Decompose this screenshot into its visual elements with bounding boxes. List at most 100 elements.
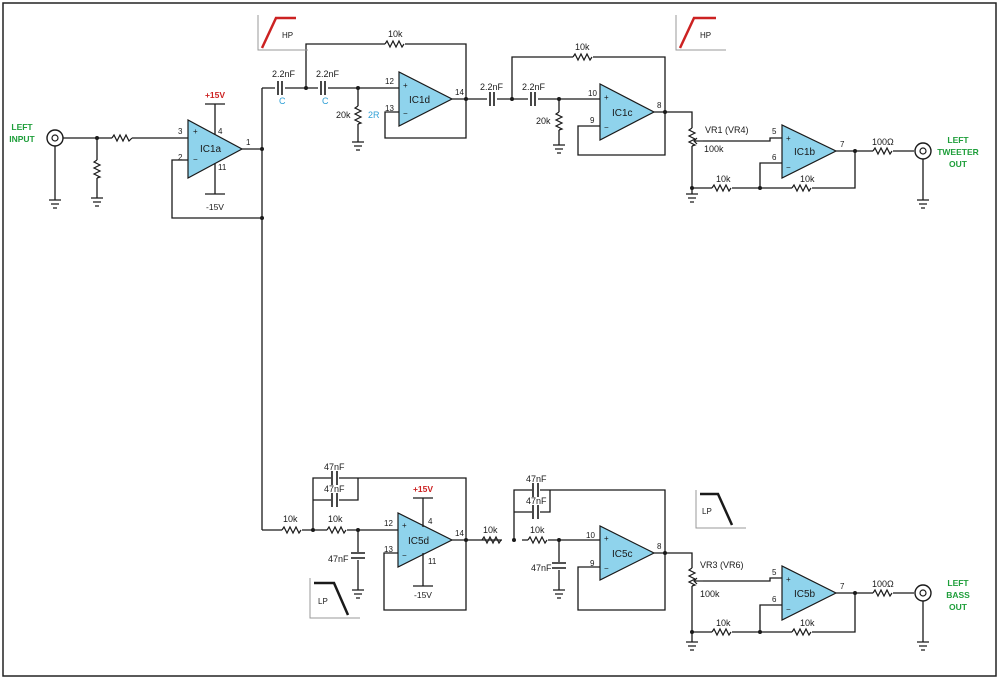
r-hp-gnd1-value: 20k [336,110,351,120]
ic1d-pin-out: 14 [455,88,464,97]
svg-text:+: + [193,127,198,136]
ic5b-pin-out: 7 [840,582,845,591]
bass-label-2: BASS [946,590,970,600]
r-hp-gnd2-value: 20k [536,116,551,126]
ic1a-vplus: +15V [205,90,225,100]
svg-text:+: + [403,81,408,90]
c-lp2a-value: 47nF [526,474,547,484]
ic1a-pin-plus: 3 [178,127,183,136]
ic1a-pin-vp: 4 [218,127,223,136]
r-lp1-value: 10k [283,514,298,524]
r-t1-value: 10k [716,174,731,184]
tweeter-label-1: LEFT [947,135,969,145]
r-tout-value: 100Ω [872,137,894,147]
tweeter-label-3: OUT [949,159,968,169]
ic1d-pin-plus: 12 [385,77,394,86]
c-hp1-value: 2.2nF [272,69,296,79]
vr1-potentiometer [687,127,697,147]
svg-text:−: − [402,551,407,560]
vr1-label: VR1 (VR4) [705,125,749,135]
c1-annotation: C [279,96,286,106]
c2-annotation: C [322,96,329,106]
r-b1-value: 10k [716,618,731,628]
ic5d-pin-minus: 13 [384,545,393,554]
left-input-label-1: LEFT [11,122,33,132]
svg-text:−: − [786,163,791,172]
r-lp3-value: 10k [483,525,498,535]
r-bout-value: 100Ω [872,579,894,589]
ic1b-pin-plus: 5 [772,127,777,136]
ic5d-pin-vp: 4 [428,517,433,526]
input-resistor [111,133,133,143]
svg-text:+: + [786,575,791,584]
r-t2-value: 10k [800,174,815,184]
bass-label-1: LEFT [947,578,969,588]
c-hp3-value: 2.2nF [480,82,504,92]
c-lp2b-value: 47nF [526,496,547,506]
hp2-label: HP [700,31,711,40]
input-pulldown-resistor [92,159,102,179]
opamp-ic1d: + − IC1d 12 13 14 [385,71,464,127]
ic5c-pin-plus: 10 [586,531,595,540]
ic1b-pin-out: 7 [840,140,845,149]
c-lp1a-value: 47nF [324,462,345,472]
ic1d-pin-minus: 13 [385,104,394,113]
bass-out-connector: LEFT BASS OUT [914,578,970,651]
left-input-label-2: INPUT [9,134,35,144]
ic1d-name: IC1d [409,95,430,106]
ic1a-pin-minus: 2 [178,153,183,162]
vr3-label: VR3 (VR6) [700,560,744,570]
ic5b-pin-plus: 5 [772,568,777,577]
c-lp-gnd1-value: 47nF [328,554,349,564]
lp-filter-icon-1: LP [309,578,360,619]
ic5d-vplus: +15V [413,484,433,494]
vr3-potentiometer [687,567,697,587]
svg-text:−: − [403,109,408,118]
ic1a-pin-vn: 11 [218,163,227,172]
ic1a-pin-out: 1 [246,138,251,147]
tweeter-label-2: TWEETER [937,147,979,157]
ic5d-pin-vn: 11 [428,557,437,566]
ic1c-pin-minus: 9 [590,116,595,125]
ic1b-name: IC1b [794,147,816,158]
ic1c-name: IC1c [612,108,633,119]
lp1-label: LP [318,597,328,606]
ic1b-pin-minus: 6 [772,153,777,162]
vr1-value: 100k [704,144,724,154]
r-hp-fb2-value: 10k [575,42,590,52]
r2-annotation: 2R [368,110,380,120]
opamp-ic1b: + − IC1b 5 6 7 [772,124,845,179]
r-hp-fb1-value: 10k [388,29,403,39]
r-b2-value: 10k [800,618,815,628]
opamp-ic5d: + − IC5d 12 13 14 4 11 +15V -15V [384,484,464,600]
c-hp2-value: 2.2nF [316,69,340,79]
c-hp4-value: 2.2nF [522,82,546,92]
svg-text:+: + [786,134,791,143]
hp1-label: HP [282,31,293,40]
lp-filter-icon-2: LP [695,490,746,529]
svg-text:+: + [604,534,609,543]
ic5d-pin-out: 14 [455,529,464,538]
ic5c-pin-minus: 9 [590,559,595,568]
svg-text:−: − [786,605,791,614]
opamp-ic1c: + − IC1c 10 9 8 [588,83,662,141]
ic5b-pin-minus: 6 [772,595,777,604]
r-lp2-value: 10k [328,514,343,524]
ic5d-name: IC5d [408,536,429,547]
r-lp4-value: 10k [530,525,545,535]
ic5c-name: IC5c [612,549,633,560]
ic5b-name: IC5b [794,589,816,600]
ic5d-pin-plus: 12 [384,519,393,528]
ic1a-name: IC1a [200,144,222,155]
ic1c-pin-out: 8 [657,101,662,110]
svg-text:−: − [604,564,609,573]
hp-filter-icon-2: HP [675,15,726,51]
ic5c-pin-out: 8 [657,542,662,551]
ic1c-pin-plus: 10 [588,89,597,98]
vr3-value: 100k [700,589,720,599]
lp2-label: LP [702,507,712,516]
tweeter-out-connector: LEFT TWEETER OUT [914,135,979,209]
